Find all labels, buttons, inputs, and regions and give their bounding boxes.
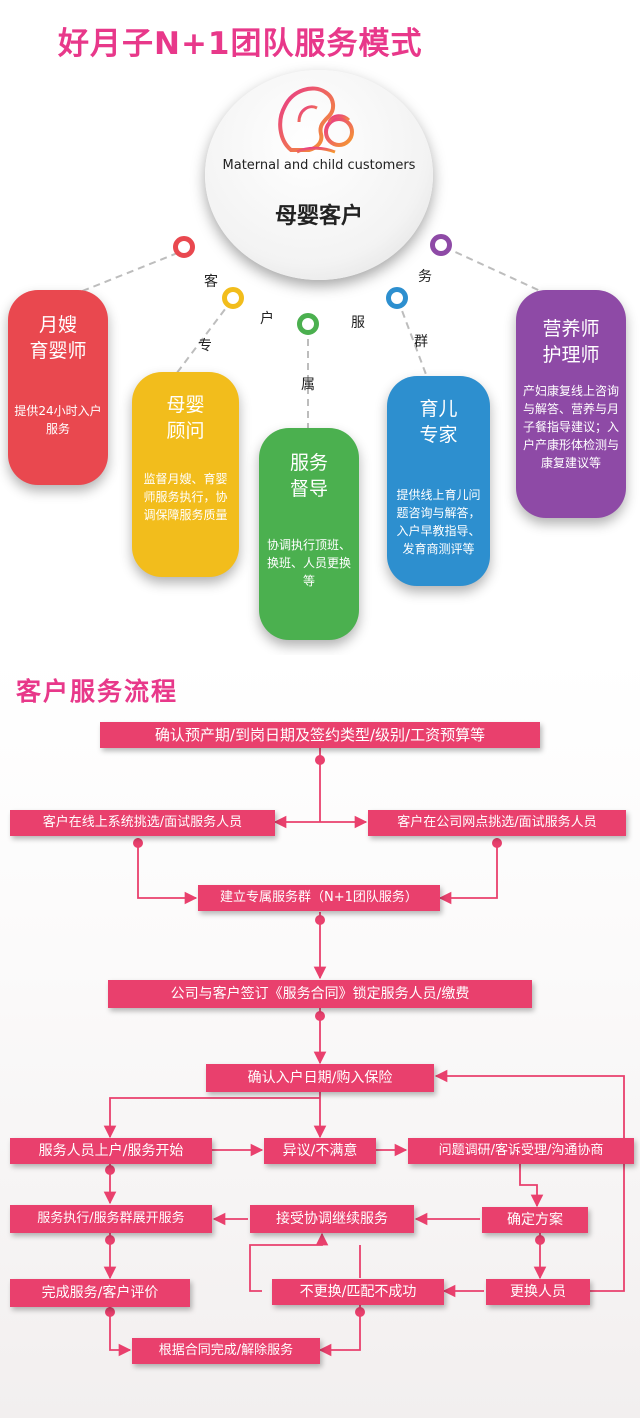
flow-confirm-due-date: 确认预产期/到岗日期及签约类型/级别/工资预算等 bbox=[100, 722, 540, 748]
flow-investigate: 问题调研/客诉受理/沟通协商 bbox=[408, 1138, 634, 1164]
card-title: 服务 督导 bbox=[289, 452, 328, 500]
mother-child-icon bbox=[278, 86, 354, 154]
card-nanny: 月嫂 育婴师 提供24小时入户服务 bbox=[8, 290, 108, 485]
customer-hub: Maternal and child customers 母婴客户 bbox=[205, 70, 433, 280]
hub-chinese-label: 母婴客户 bbox=[274, 204, 363, 229]
card-title: 育儿 专家 bbox=[419, 398, 458, 446]
card-parenting-expert: 育儿 专家 提供线上育儿问题咨询与解答，入户早教指导、发育商测评等 bbox=[387, 376, 490, 586]
card-title: 母婴 顾问 bbox=[166, 394, 205, 442]
flow-build-group: 建立专属服务群（N+1团队服务） bbox=[198, 885, 440, 911]
flow-node-dot bbox=[492, 838, 502, 848]
card-description: 产妇康复线上咨询与解答、营养与月子餐指导建议；入户产康形体检测与康复建议等 bbox=[522, 384, 619, 470]
card-description: 监督月嫂、育婴师服务执行，协调保障服务质量 bbox=[143, 472, 228, 522]
flow-accept-coordination: 接受协调继续服务 bbox=[250, 1205, 414, 1233]
arc-char: 客 bbox=[204, 274, 218, 290]
ring-red bbox=[173, 236, 195, 258]
arc-char: 群 bbox=[414, 334, 428, 350]
flow-node-dot bbox=[105, 1307, 115, 1317]
arc-char: 属 bbox=[301, 377, 315, 393]
card-title: 月嫂 育婴师 bbox=[29, 314, 87, 362]
card-description: 提供线上育儿问题咨询与解答，入户早教指导、发育商测评等 bbox=[396, 488, 481, 556]
flow-node-dot bbox=[355, 1307, 365, 1317]
flow-confirm-date: 确认入户日期/购入保险 bbox=[206, 1064, 434, 1092]
flow-terminate-service: 根据合同完成/解除服务 bbox=[132, 1338, 320, 1364]
arc-char: 户 bbox=[260, 311, 274, 327]
card-title: 营养师 护理师 bbox=[542, 318, 600, 366]
ring-green bbox=[297, 313, 319, 335]
section-title: 客户服务流程 bbox=[16, 677, 179, 706]
flow-node-dot bbox=[105, 1235, 115, 1245]
ring-yellow bbox=[222, 287, 244, 309]
card-description: 协调执行顶班、换班、人员更换等 bbox=[266, 538, 351, 588]
hub-english-label: Maternal and child customers bbox=[222, 158, 416, 173]
flow-node-dot bbox=[133, 838, 143, 848]
flow-no-change: 不更换/匹配不成功 bbox=[272, 1279, 444, 1305]
flow-replace-staff: 更换人员 bbox=[486, 1279, 590, 1305]
flow-service-execute: 服务执行/服务群展开服务 bbox=[10, 1205, 212, 1233]
ring-blue bbox=[386, 287, 408, 309]
card-description: 提供24小时入户服务 bbox=[14, 404, 102, 436]
flow-office-select: 客户在公司网点挑选/面试服务人员 bbox=[368, 810, 626, 836]
flow-objection: 异议/不满意 bbox=[264, 1138, 376, 1164]
flow-node-dot bbox=[315, 755, 325, 765]
flow-online-select: 客户在线上系统挑选/面试服务人员 bbox=[10, 810, 275, 836]
arc-char: 服 bbox=[351, 315, 365, 331]
flow-node-dot bbox=[105, 1165, 115, 1175]
card-supervisor: 服务 督导 协调执行顶班、换班、人员更换等 bbox=[259, 428, 359, 640]
flow-decide-plan: 确定方案 bbox=[482, 1207, 588, 1233]
flow-node-dot bbox=[315, 1011, 325, 1021]
arc-char: 务 bbox=[418, 269, 432, 285]
flow-service-start: 服务人员上户/服务开始 bbox=[10, 1138, 212, 1164]
flow-node-dot bbox=[535, 1235, 545, 1245]
ring-purple bbox=[430, 234, 452, 256]
connector-lines bbox=[59, 244, 561, 430]
card-advisor: 母婴 顾问 监督月嫂、育婴师服务执行，协调保障服务质量 bbox=[132, 372, 239, 577]
page-title: 好月子N+1团队服务模式 bbox=[58, 26, 423, 62]
arc-char: 专 bbox=[198, 338, 212, 354]
flow-sign-contract: 公司与客户签订《服务合同》锁定服务人员/缴费 bbox=[108, 980, 532, 1008]
card-nutritionist: 营养师 护理师 产妇康复线上咨询与解答、营养与月子餐指导建议；入户产康形体检测与… bbox=[516, 290, 626, 518]
flow-node-dot bbox=[315, 915, 325, 925]
flow-complete-service: 完成服务/客户评价 bbox=[10, 1279, 190, 1307]
